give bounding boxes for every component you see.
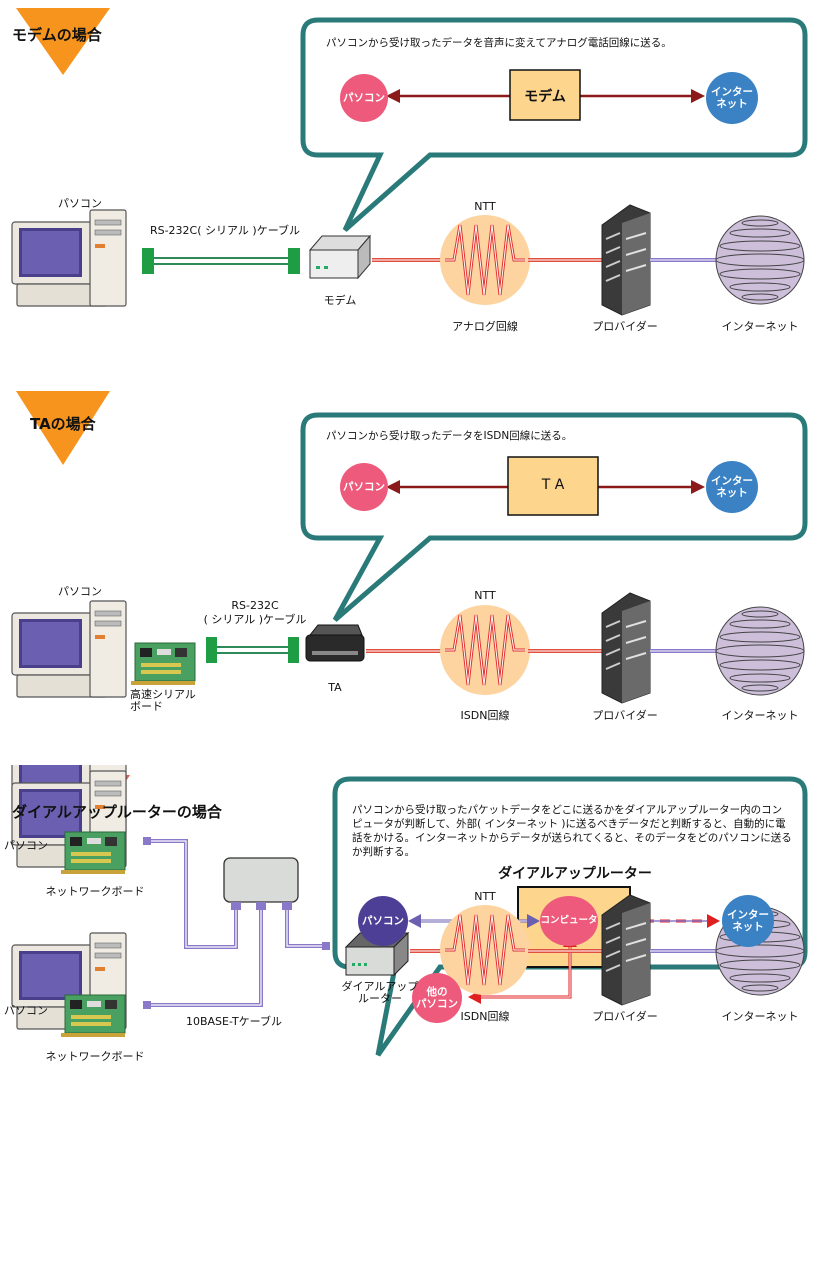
modem-cable-label: RS-232C( シリアル )ケーブル (149, 224, 301, 237)
modem-device (309, 235, 371, 279)
modem-ntt-label: NTT (474, 200, 496, 213)
provider-building (601, 204, 651, 316)
ta-section: TAの場合 パソコンから受け取ったデータをISDN回線に送る。 T A パソコン… (0, 385, 826, 745)
pc-illustration (11, 600, 127, 698)
router-cable-label: 10BASE-Tケーブル (185, 1015, 283, 1028)
router-provider-label: プロバイダー (592, 1010, 658, 1023)
rs232c-connector-right (288, 248, 300, 274)
router-pc-circle: パソコン (358, 896, 408, 946)
modem-box-label: モデム (524, 89, 566, 105)
ta-pc-label: パソコン (58, 585, 102, 598)
router-pc2-label: パソコン (4, 1004, 48, 1017)
rs232c-connector-right (288, 637, 299, 663)
ta-line-label: ISDN回線 (460, 709, 510, 722)
router-section: ダイアルアップルーターの場合 パソコンから受け取ったパケットデータをどこに送るか… (0, 765, 826, 1269)
modem-internet-circle: インター ネット (706, 72, 758, 124)
pc-illustration (11, 209, 127, 307)
router-ntt-label: NTT (474, 890, 496, 903)
modem-internet-label: インターネット (721, 320, 799, 333)
router-card1-label: ネットワークボード (45, 885, 145, 898)
ta-speech-bubble (300, 412, 808, 622)
provider-building (601, 894, 651, 1006)
network-board-1 (60, 831, 126, 875)
rs232c-connector-left (206, 637, 217, 663)
modem-section: モデムの場合 パソコンから受け取ったデータを音声に変えてアナログ電話回線に送る。… (0, 0, 826, 350)
ta-cable-label: RS-232C ( シリアル )ケーブル (203, 599, 307, 626)
provider-building (601, 592, 651, 704)
router-heading: ダイアルアップルーターの場合 (12, 803, 222, 821)
router-box-title: ダイアルアップルーター (498, 866, 652, 882)
ta-box (507, 456, 599, 516)
modem-box (509, 69, 581, 121)
ta-internet-label: インターネット (721, 709, 799, 722)
modem-device-label: モデム (323, 294, 357, 307)
modem-line-label: アナログ回線 (452, 320, 518, 333)
ta-heading-triangle (16, 391, 110, 465)
ta-heading: TAの場合 (30, 415, 96, 433)
ta-diagram (11, 391, 808, 704)
router-computer-circle: コンピュータ (540, 896, 598, 946)
router-internet-circle: インター ネット (722, 895, 774, 947)
ta-device-label: TA (328, 681, 342, 694)
modem-provider-label: プロバイダー (592, 320, 658, 333)
router-card2-label: ネットワークボード (45, 1050, 145, 1063)
ta-box-label: T A (541, 477, 565, 493)
ntt-analog-line (438, 213, 532, 307)
router-device-label: ダイアルアップ ルーター (341, 980, 419, 1005)
ta-description: パソコンから受け取ったデータをISDN回線に送る。 (326, 430, 573, 442)
ta-ntt-label: NTT (474, 589, 496, 602)
router-pc1-label: パソコン (4, 839, 48, 852)
router-internet-label: インターネット (721, 1010, 799, 1023)
rs232c-connector-left (142, 248, 154, 274)
ntt-isdn-line (438, 603, 532, 697)
modem-description: パソコンから受け取ったデータを音声に変えてアナログ電話回線に送る。 (326, 37, 672, 49)
router-line-label: ISDN回線 (460, 1010, 510, 1023)
internet-globe (715, 606, 805, 696)
network-board-2 (60, 994, 126, 1038)
ta-card-label: 高速シリアル ボード (130, 688, 196, 713)
serial-board-illustration (130, 642, 196, 686)
ta-internet-circle: インター ネット (706, 461, 758, 513)
internet-globe (715, 215, 805, 305)
router-other-pc-circle: 他の パソコン (412, 973, 462, 1023)
modem-heading: モデムの場合 (12, 26, 102, 44)
ta-device (305, 624, 365, 662)
modem-speech-bubble (300, 17, 808, 232)
hub-port-1 (231, 902, 241, 910)
ta-provider-label: プロバイダー (592, 709, 658, 722)
modem-pc-label: パソコン (58, 197, 102, 210)
modem-diagram (11, 8, 808, 316)
hub-port-2 (256, 902, 266, 910)
router-network-diagram (11, 770, 805, 1038)
router-description: パソコンから受け取ったパケットデータをどこに送るかをダイアルアップルーター内のコ… (352, 804, 792, 858)
hub (223, 857, 299, 903)
modem-pc-circle: パソコン (340, 74, 388, 122)
modem-heading-triangle (16, 8, 110, 75)
ta-pc-circle: パソコン (340, 463, 388, 511)
hub-port-3 (282, 902, 292, 910)
